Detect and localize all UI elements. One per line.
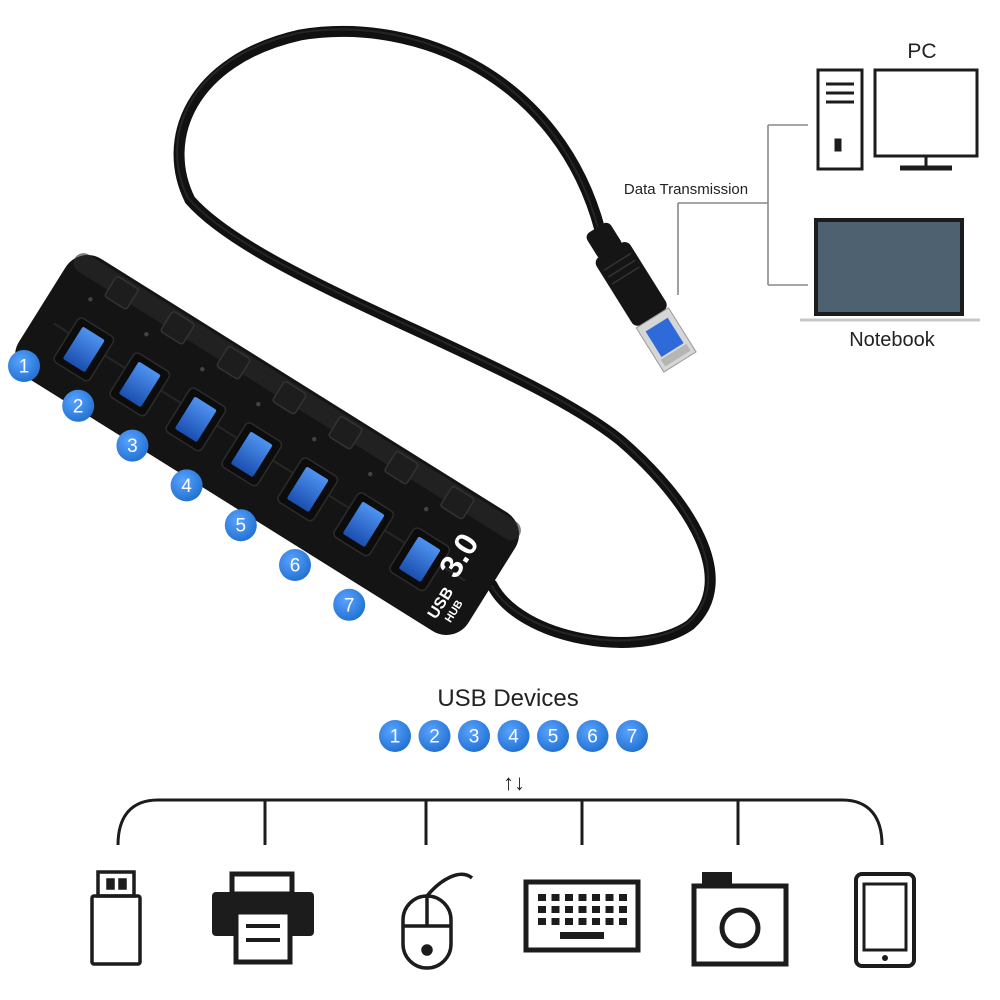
port-led [88, 297, 93, 302]
port-switch[interactable] [160, 311, 195, 345]
port-switch[interactable] [272, 381, 307, 415]
hub-port-badge-number: 2 [73, 396, 84, 417]
keyboard-key [578, 894, 587, 901]
keyboard-key [619, 918, 627, 925]
device-number-badge [576, 720, 609, 752]
keyboard-key [619, 894, 627, 901]
port-switch[interactable] [384, 450, 419, 485]
hub-port-badge-number: 6 [290, 556, 301, 577]
hub-port-badge-number: 5 [236, 516, 247, 537]
device-number-badge [379, 720, 411, 752]
device-badge-number: 5 [548, 727, 559, 748]
hub-port-badge [8, 350, 40, 382]
notebook-icon [800, 218, 980, 322]
device-badge-number: 6 [587, 727, 598, 748]
keyboard-icon [523, 879, 641, 953]
hub-port-badge [279, 549, 311, 581]
pc-tower-icon [816, 68, 864, 171]
hub-port-badge-number: 1 [19, 357, 30, 378]
usb-port-insert [175, 397, 217, 442]
keyboard-key [538, 894, 546, 901]
port-switch[interactable] [440, 485, 475, 520]
device-badge-number: 7 [627, 727, 638, 748]
usb-flash-drive-icon [90, 870, 142, 966]
device-number-badges: 1 2 3 4 5 6 7 [379, 720, 648, 752]
keyboard-key [592, 906, 600, 913]
usb-port-insert [231, 432, 273, 477]
device-bracket [116, 798, 884, 846]
keyboard-key [551, 906, 560, 913]
camera-icon [691, 872, 789, 967]
usb-hub: 3.0 USB HUB [15, 253, 521, 635]
hub-port-badge [170, 469, 203, 502]
hub-port-badge-number: 3 [127, 436, 138, 457]
usb-a-plug [586, 222, 697, 373]
device-number-badge [616, 720, 648, 752]
hub-port-badge-number: 7 [344, 595, 355, 616]
keyboard-key [605, 918, 614, 925]
data-transmission-label: Data Transmission [624, 181, 748, 198]
keyboard-key [592, 918, 600, 925]
notebook-label: Notebook [849, 329, 936, 351]
keyboard-key [605, 906, 614, 913]
device-badge-number: 3 [469, 727, 480, 748]
transfer-arrows: ↑↓ [503, 770, 525, 795]
device-badge-number: 4 [508, 727, 519, 748]
port-switch[interactable] [216, 346, 251, 380]
keyboard-key [538, 906, 546, 913]
keyboard-key [592, 894, 600, 901]
data-link-lines [677, 124, 808, 295]
device-number-badge [497, 720, 530, 752]
keyboard-spacebar [560, 932, 604, 939]
keyboard-key [578, 906, 587, 913]
usb-port-insert [63, 327, 105, 372]
port-led [256, 401, 261, 407]
usb-port-insert [343, 502, 385, 547]
usb-devices-title: USB Devices [437, 685, 578, 712]
pc-label: PC [907, 40, 936, 63]
monitor-icon [873, 68, 979, 171]
device-badge-number: 2 [429, 727, 440, 748]
keyboard-key [565, 894, 573, 901]
keyboard-key [551, 918, 560, 925]
keyboard-key [605, 894, 614, 901]
mouse-icon [401, 872, 474, 970]
port-led [424, 506, 429, 512]
tablet-icon [854, 872, 916, 968]
usb-port-insert [119, 362, 161, 407]
device-number-badge [418, 720, 451, 752]
keyboard-key [565, 906, 573, 913]
usb-port-insert [399, 537, 440, 582]
hub-port-number-badges: 1 2 3 4 5 6 7 [8, 350, 366, 621]
hub-port-badge [333, 588, 366, 621]
device-number-badge [537, 720, 569, 752]
computers-group: PC Notebook Data Transmission [624, 40, 980, 351]
port-switch[interactable] [104, 276, 139, 310]
keyboard-key [565, 918, 573, 925]
keyboard-key [578, 918, 587, 925]
port-led [368, 471, 373, 477]
hub-port-badge-number: 4 [181, 476, 192, 497]
keyboard-key [619, 906, 627, 913]
port-led [200, 367, 205, 372]
hub-port-badge [224, 509, 257, 542]
device-number-badge [458, 720, 490, 752]
hub-port-badge [116, 429, 149, 462]
port-led [312, 436, 317, 442]
usb-port-insert [287, 467, 329, 512]
keyboard-key [538, 918, 546, 925]
keyboard-key [551, 894, 560, 901]
port-switch[interactable] [328, 416, 363, 450]
printer-icon [212, 871, 314, 965]
device-badge-number: 1 [390, 727, 401, 748]
port-led [144, 332, 149, 337]
hub-port-badge [62, 389, 95, 422]
usb-cable [173, 26, 716, 648]
